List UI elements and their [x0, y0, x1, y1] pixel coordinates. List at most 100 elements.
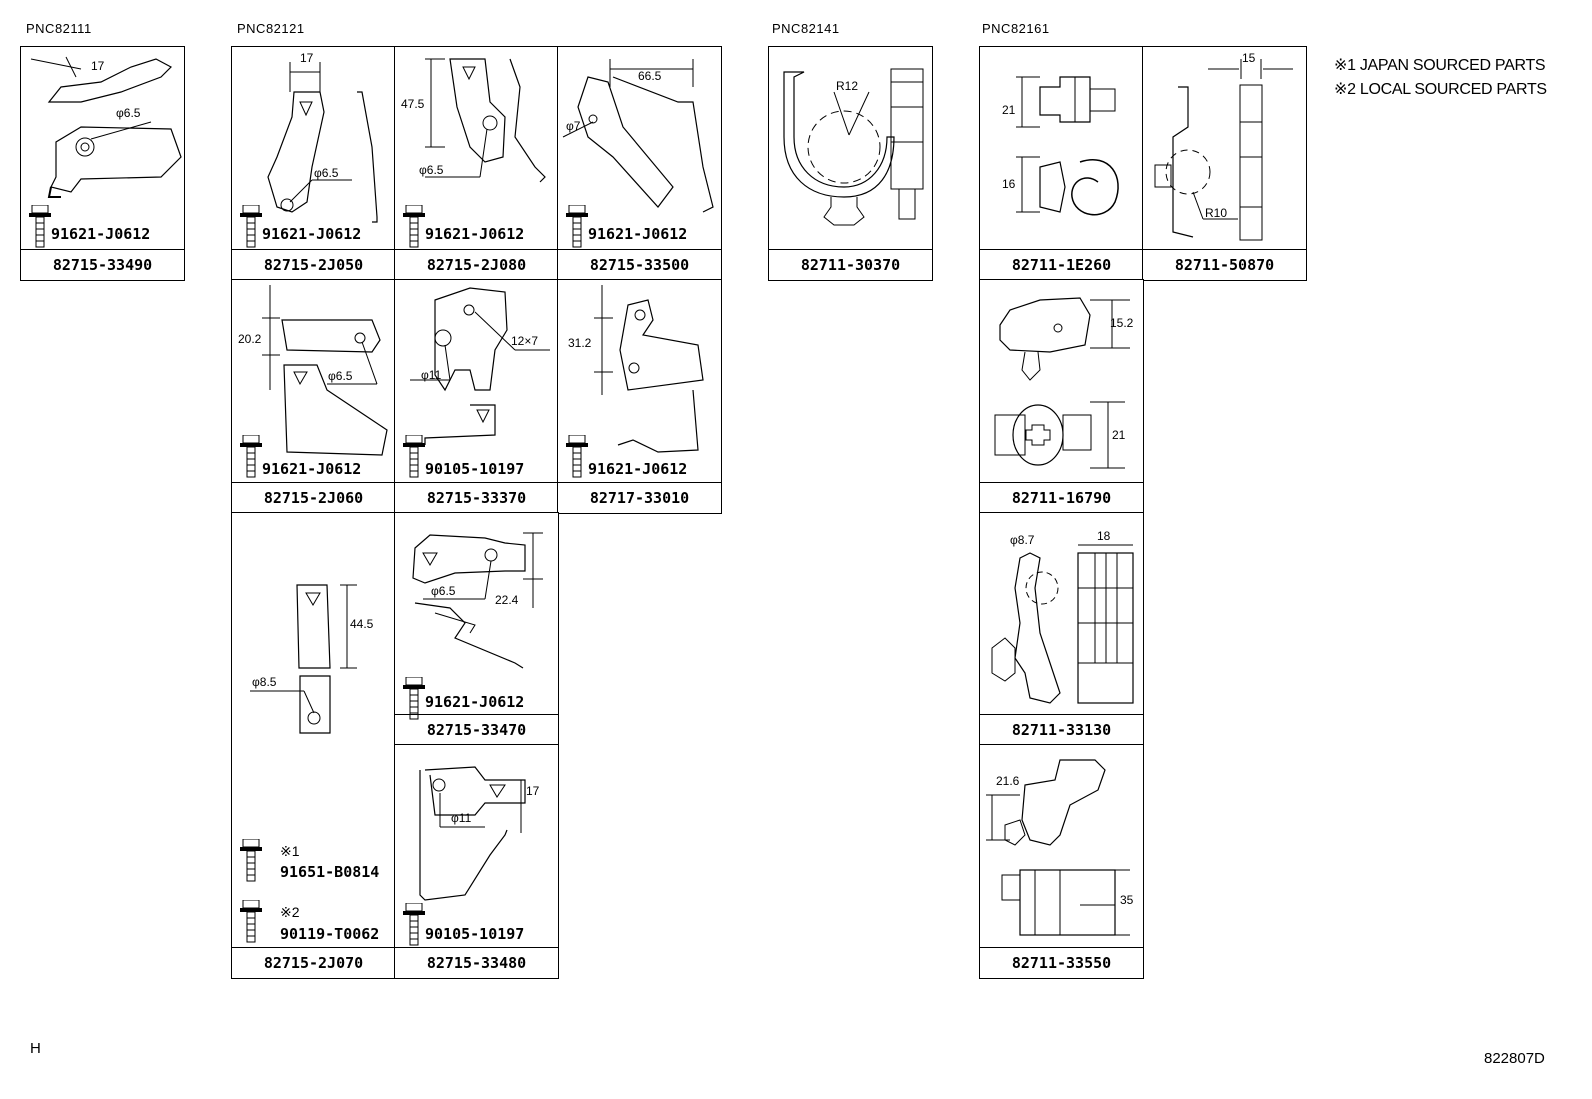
clamp-drawing: [1154, 59, 1293, 241]
dimension-label: R10: [1205, 206, 1228, 220]
dimension-label: 20.2: [238, 332, 262, 346]
bolt-icon: [566, 435, 588, 478]
part-number[interactable]: 82715-33370: [395, 482, 558, 513]
note-japan-sourced: ※1 JAPAN SOURCED PARTS: [1334, 57, 1546, 74]
bolt-icon: [240, 900, 262, 943]
dimension-label: 16: [1002, 177, 1016, 191]
diagram-id: 822807D: [1484, 1050, 1545, 1067]
part-cell[interactable]: 17 φ6.5 91621-J0612 82715-33490: [20, 46, 185, 281]
part-number[interactable]: 82715-33470: [395, 714, 558, 745]
part-number[interactable]: 82715-33490: [21, 249, 184, 280]
bracket-drawing: [262, 285, 388, 456]
bracket-drawing: [30, 56, 182, 198]
bolt-icon: [566, 205, 588, 248]
source-mark: ※1: [280, 843, 300, 859]
dimension-label: 35: [1120, 893, 1134, 907]
pnc-label: PNC82161: [982, 21, 1050, 36]
part-number[interactable]: 82715-33500: [558, 249, 721, 280]
dimension-label: φ6.5: [431, 584, 456, 598]
dimension-label: φ6.5: [116, 106, 141, 120]
part-number[interactable]: 82715-2J080: [395, 249, 558, 280]
dimension-label: 12×7: [511, 334, 539, 348]
dimension-label: φ8.5: [252, 675, 277, 689]
bolt-icon: [403, 435, 425, 478]
dimension-label: 66.5: [638, 69, 662, 83]
dimension-label: 15: [1242, 51, 1256, 65]
bolt-part-number[interactable]: 90105-10197: [425, 925, 525, 943]
bolt-part-number[interactable]: 91621-J0612: [588, 460, 688, 478]
bracket-drawing: [419, 766, 526, 901]
bolt-part-number[interactable]: 91621-J0612: [425, 693, 525, 711]
dimension-label: 21.6: [996, 774, 1020, 788]
bolt-icon: [403, 677, 425, 720]
part-cell[interactable]: 15 R10 82711-50870: [1142, 46, 1307, 281]
dimension-label: 44.5: [350, 617, 374, 631]
part-cell[interactable]: R12 82711-30370: [768, 46, 933, 281]
bolt-icon: [240, 435, 262, 478]
dimension-label: φ6.5: [314, 166, 339, 180]
part-number[interactable]: 82711-30370: [769, 249, 932, 280]
bolt-part-number[interactable]: 91621-J0612: [262, 225, 362, 243]
part-cell[interactable]: 15.2 21 82711-16790: [979, 279, 1144, 514]
part-cell[interactable]: 21 16 82711-1E260: [979, 46, 1144, 281]
corner-label: H: [30, 1040, 41, 1057]
part-number[interactable]: 82717-33010: [558, 482, 721, 513]
bolt-icon: [240, 839, 262, 882]
bolt-icon: [240, 205, 262, 248]
dimension-label: 15.2: [1110, 316, 1134, 330]
part-cell[interactable]: 12×7 φ11 90105-10197 82715-33370: [394, 279, 559, 514]
part-cell[interactable]: 66.5 φ7 91621-J0612 82715-33500: [557, 46, 722, 281]
dimension-label: 17: [526, 784, 540, 798]
part-cell[interactable]: 17 φ11 90105-10197 82715-33480: [394, 744, 559, 979]
bolt-part-number[interactable]: 91621-J0612: [262, 460, 362, 478]
dimension-label: φ11: [421, 368, 442, 382]
bolt-part-number[interactable]: 91621-J0612: [425, 225, 525, 243]
part-number[interactable]: 82711-50870: [1143, 249, 1306, 280]
dimension-label: 22.4: [495, 593, 519, 607]
dimension-label: φ7: [566, 119, 581, 133]
dimension-label: 31.2: [568, 336, 592, 350]
bracket-drawing: [267, 62, 378, 223]
part-number[interactable]: 82711-16790: [980, 482, 1143, 513]
dimension-label: φ6.5: [328, 369, 353, 383]
pnc-label: PNC82111: [26, 21, 92, 36]
dimension-label: 21: [1112, 428, 1126, 442]
part-cell[interactable]: 17 φ6.5 91621-J0612 82715-2J050: [231, 46, 396, 281]
part-cell[interactable]: φ8.7 18 82711-33130: [979, 512, 1144, 746]
bracket-drawing: [594, 285, 704, 453]
part-number[interactable]: 82711-33130: [980, 714, 1143, 745]
part-number[interactable]: 82711-1E260: [980, 249, 1143, 280]
dimension-label: 17: [91, 59, 105, 73]
part-number[interactable]: 82715-2J060: [232, 482, 395, 513]
dimension-label: 47.5: [401, 97, 425, 111]
part-number[interactable]: 82715-2J050: [232, 249, 395, 280]
bolt-part-number[interactable]: 91651-B0814: [280, 863, 380, 881]
bracket-drawing: [425, 58, 546, 183]
clamp-drawing: [1016, 76, 1119, 216]
bolt-icon: [403, 903, 425, 946]
bolt-icon: [403, 205, 425, 248]
part-cell[interactable]: 21.6 35 82711-33550: [979, 744, 1144, 979]
part-cell[interactable]: 44.5 φ8.5 ※1 91651-B0814 ※2 90119-T0062 …: [231, 512, 396, 979]
bolt-part-number[interactable]: 90119-T0062: [280, 925, 380, 943]
part-cell[interactable]: 47.5 φ6.5 91621-J0612 82715-2J080: [394, 46, 559, 281]
part-number[interactable]: 82715-2J070: [232, 947, 395, 978]
part-number[interactable]: 82711-33550: [980, 947, 1143, 978]
part-cell[interactable]: 20.2 φ6.5 91621-J0612 82715-2J060: [231, 279, 396, 514]
dimension-label: φ6.5: [419, 163, 444, 177]
clamp-drawing: [986, 759, 1130, 936]
pnc-label: PNC82121: [237, 21, 305, 36]
pnc-label: PNC82141: [772, 21, 840, 36]
part-cell[interactable]: 31.2 91621-J0612 82717-33010: [557, 279, 722, 514]
bracket-drawing: [410, 287, 550, 445]
bracket-drawing: [250, 584, 357, 734]
bolt-part-number[interactable]: 90105-10197: [425, 460, 525, 478]
dimension-label: R12: [836, 79, 859, 93]
bolt-part-number[interactable]: 91621-J0612: [51, 225, 151, 243]
dimension-label: 18: [1097, 529, 1111, 543]
dimension-label: φ8.7: [1010, 533, 1035, 547]
bolt-part-number[interactable]: 91621-J0612: [588, 225, 688, 243]
dimension-label: 21: [1002, 103, 1016, 117]
part-cell[interactable]: φ6.5 22.4 91621-J0612 82715-33470: [394, 512, 559, 746]
part-number[interactable]: 82715-33480: [395, 947, 558, 978]
